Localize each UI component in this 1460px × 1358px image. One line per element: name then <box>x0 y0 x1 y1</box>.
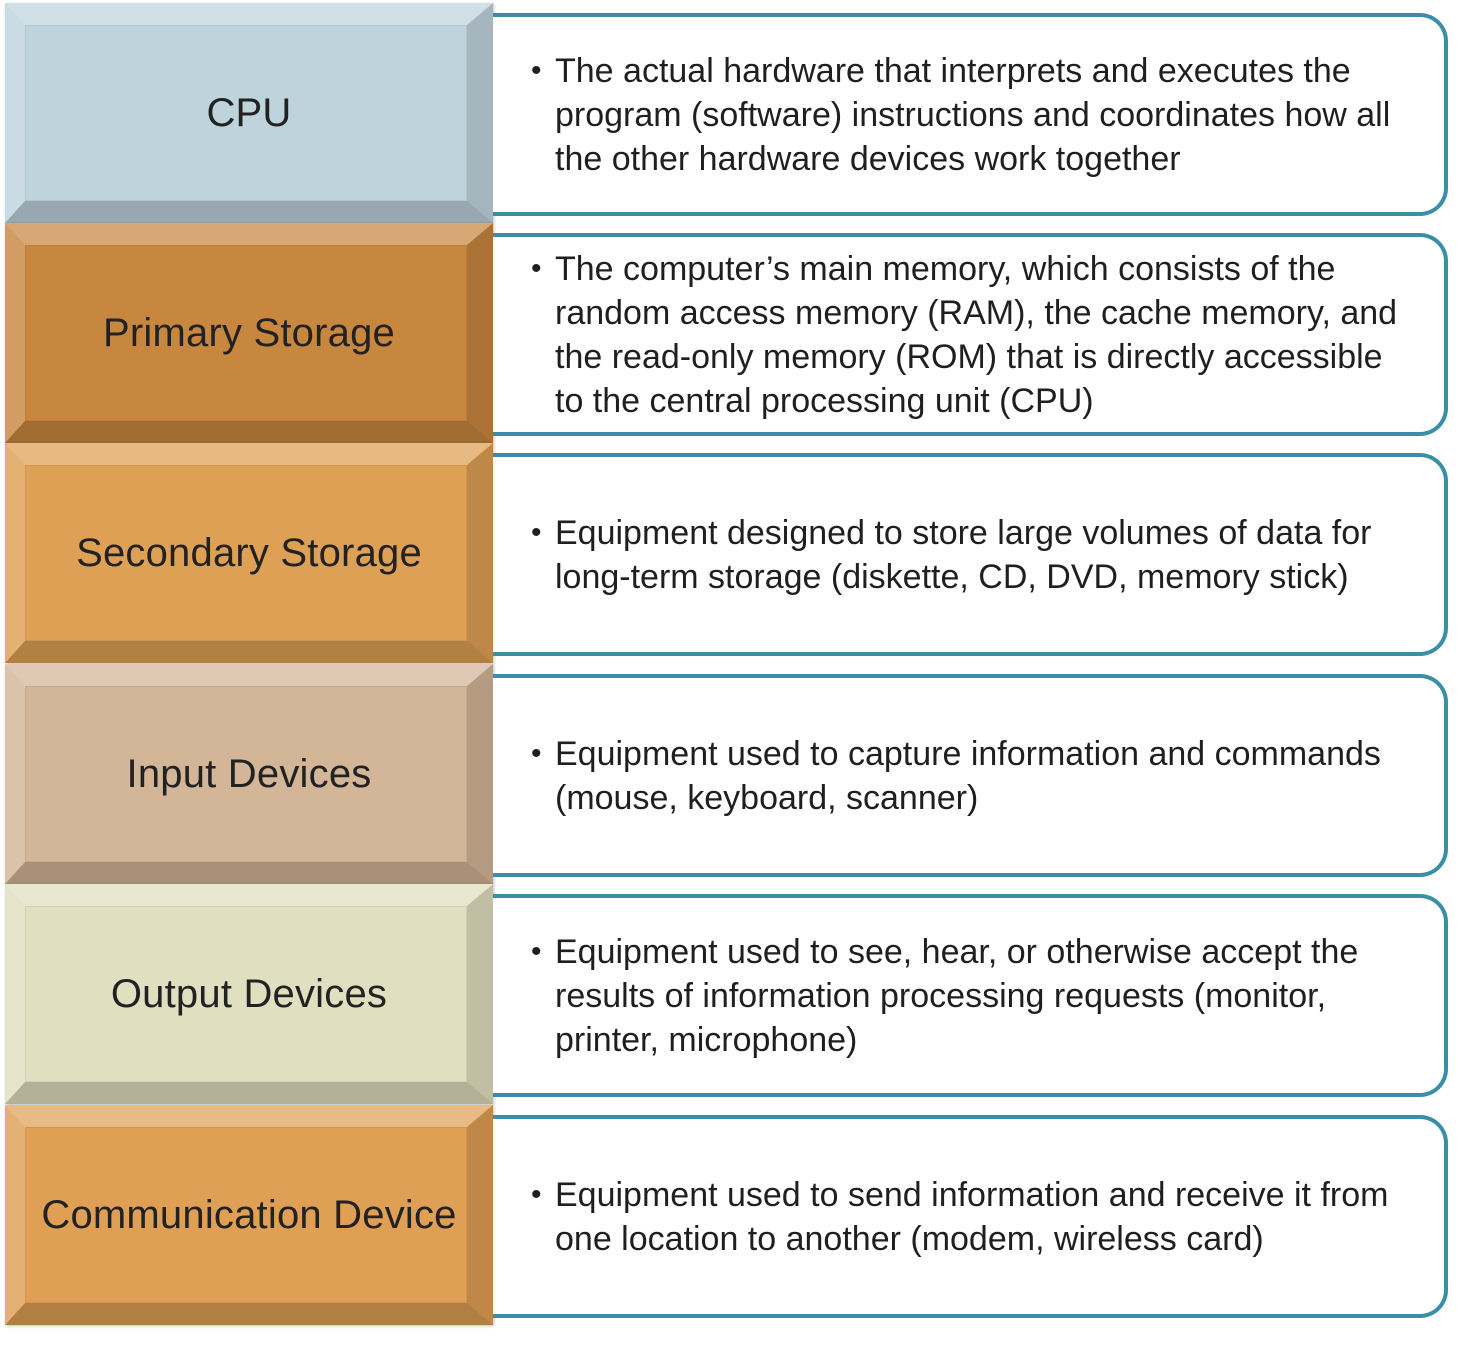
row-cpu: CPU • The actual hardware that interpret… <box>0 3 1460 223</box>
bullet-icon: • <box>531 1177 542 1211</box>
label-communication-device: Communication Device <box>41 1192 457 1237</box>
row-secondary-storage: Secondary Storage • Equipment designed t… <box>0 443 1460 663</box>
description-primary-storage: The computer’s main memory, which consis… <box>555 249 1398 420</box>
bullet-icon: • <box>531 934 542 968</box>
description-box-cpu: • The actual hardware that interprets an… <box>493 13 1448 216</box>
description-bullet: • The actual hardware that interprets an… <box>531 49 1404 181</box>
description-bullet: • Equipment used to send information and… <box>531 1173 1404 1261</box>
description-output-devices: Equipment used to see, hear, or otherwis… <box>555 932 1359 1059</box>
label-box-secondary-storage: Secondary Storage <box>5 443 493 663</box>
description-cpu: The actual hardware that interprets and … <box>555 51 1391 178</box>
bullet-icon: • <box>531 53 542 87</box>
label-box-output-devices: Output Devices <box>5 884 493 1104</box>
description-bullet: • Equipment designed to store large volu… <box>531 511 1404 599</box>
label-secondary-storage: Secondary Storage <box>76 530 422 575</box>
label-box-primary-storage: Primary Storage <box>5 223 493 443</box>
description-box-primary-storage: • The computer’s main memory, which cons… <box>493 233 1448 436</box>
bullet-icon: • <box>531 515 542 549</box>
description-communication-device: Equipment used to send information and r… <box>555 1175 1389 1258</box>
description-bullet: • Equipment used to see, hear, or otherw… <box>531 930 1404 1062</box>
row-primary-storage: Primary Storage • The computer’s main me… <box>0 223 1460 443</box>
label-box-communication-device: Communication Device <box>5 1105 493 1325</box>
label-box-input-devices: Input Devices <box>5 664 493 884</box>
label-primary-storage: Primary Storage <box>103 310 395 355</box>
description-secondary-storage: Equipment designed to store large volume… <box>555 513 1372 596</box>
description-input-devices: Equipment used to capture information an… <box>555 734 1381 817</box>
description-bullet: • Equipment used to capture information … <box>531 732 1404 820</box>
description-box-secondary-storage: • Equipment designed to store large volu… <box>493 453 1448 656</box>
label-box-cpu: CPU <box>5 3 493 223</box>
description-box-communication-device: • Equipment used to send information and… <box>493 1115 1448 1318</box>
description-box-output-devices: • Equipment used to see, hear, or otherw… <box>493 894 1448 1097</box>
description-box-input-devices: • Equipment used to capture information … <box>493 674 1448 877</box>
row-output-devices: Output Devices • Equipment used to see, … <box>0 884 1460 1104</box>
row-input-devices: Input Devices • Equipment used to captur… <box>0 664 1460 884</box>
bullet-icon: • <box>531 251 542 285</box>
label-output-devices: Output Devices <box>110 971 388 1016</box>
label-input-devices: Input Devices <box>126 751 372 796</box>
label-cpu: CPU <box>206 90 292 135</box>
row-communication-device: Communication Device • Equipment used to… <box>0 1105 1460 1325</box>
description-bullet: • The computer’s main memory, which cons… <box>531 247 1404 423</box>
bullet-icon: • <box>531 736 542 770</box>
